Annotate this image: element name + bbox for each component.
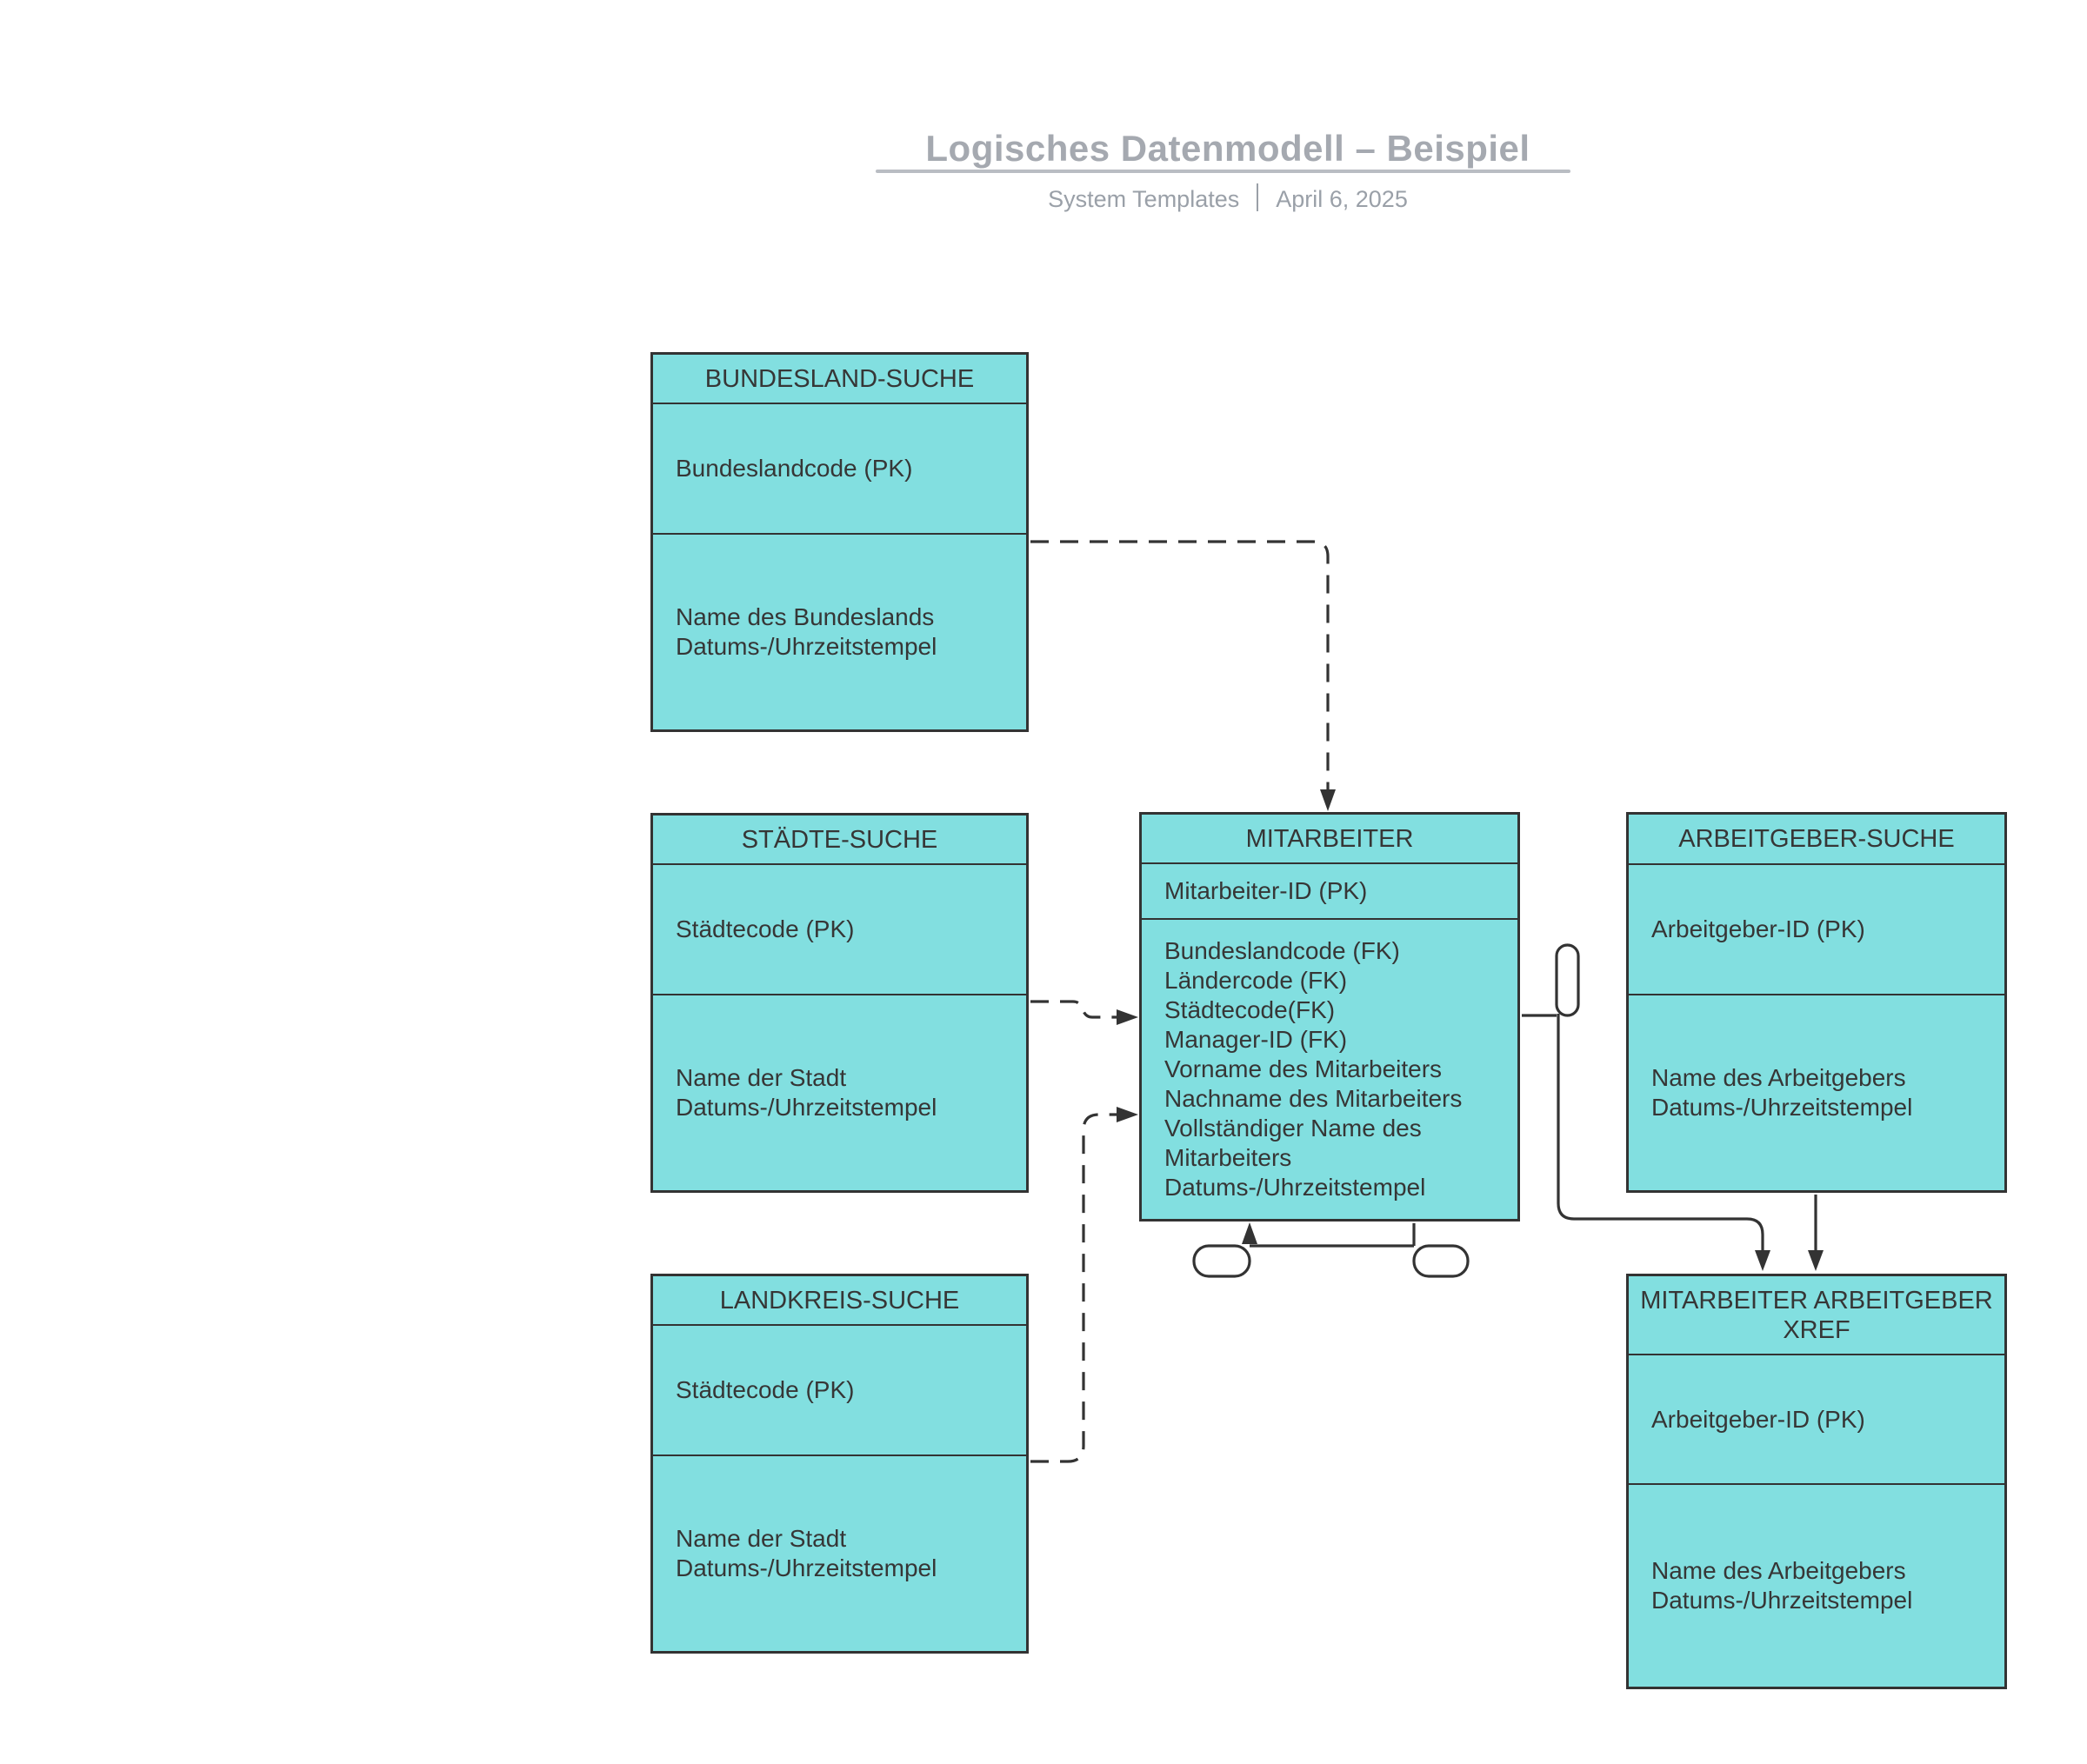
- entity-title-text: LANDKREIS-SUCHE: [719, 1286, 960, 1315]
- connector-loopback: [1555, 943, 1580, 1017]
- attribute-field: Name des Arbeitgebers: [1651, 1064, 1906, 1091]
- pk-field: Städtecode (PK): [676, 1376, 855, 1403]
- attribute-field: Datums-/Uhrzeitstempel: [1651, 1094, 1913, 1121]
- attribute-field: Name der Stadt: [676, 1064, 847, 1091]
- connector-loopback: [1192, 1244, 1251, 1278]
- connector-arbeitgeber-xref[interactable]: [1808, 1195, 1824, 1271]
- entity-title-text: BUNDESLAND-SUCHE: [704, 364, 975, 393]
- attribute-field: Datums-/Uhrzeitstempel: [676, 633, 937, 660]
- subtitle-date: April 6, 2025: [1276, 185, 1408, 212]
- attribute-field: Name der Stadt: [676, 1525, 847, 1552]
- entity-mitarbeiter-arbeitgeber-xref[interactable]: MITARBEITER ARBEITGEBER XREF Arbeitgeber…: [1626, 1274, 2007, 1689]
- entity-pk-section: Städtecode (PK): [653, 1324, 1026, 1454]
- entity-title: LANDKREIS-SUCHE: [653, 1276, 1026, 1324]
- connector-staedte-mitarbeiter[interactable]: [1030, 1000, 1138, 1025]
- entity-attributes-section: Name des Arbeitgebers Datums-/Uhrzeitste…: [1629, 1483, 2004, 1687]
- arrowhead: [1117, 1107, 1138, 1122]
- entity-title: BUNDESLAND-SUCHE: [653, 355, 1026, 403]
- pk-field: Städtecode (PK): [676, 915, 855, 942]
- entity-attributes-section: Name der Stadt Datums-/Uhrzeitstempel: [653, 1454, 1026, 1651]
- connector-landkreis-mitarbeiter[interactable]: [1030, 1107, 1138, 1463]
- entity-arbeitgeber-suche[interactable]: ARBEITGEBER-SUCHE Arbeitgeber-ID (PK) Na…: [1626, 812, 2007, 1193]
- entity-title: MITARBEITER: [1142, 815, 1517, 862]
- attribute-field: Städtecode(FK): [1164, 996, 1336, 1023]
- arrowhead: [1242, 1222, 1257, 1244]
- entity-attributes-section: Name des Bundeslands Datums-/Uhrzeitstem…: [653, 533, 1026, 729]
- attribute-field: Ländercode (FK): [1164, 967, 1348, 994]
- arrowhead: [1755, 1250, 1770, 1271]
- entity-pk-section: Mitarbeiter-ID (PK): [1142, 862, 1517, 918]
- entity-title-text: MITARBEITER: [1245, 824, 1414, 853]
- attribute-field: Datums-/Uhrzeitstempel: [1651, 1587, 1913, 1614]
- subtitle-source: System Templates: [1048, 185, 1240, 212]
- attribute-field: Datums-/Uhrzeitstempel: [676, 1094, 937, 1121]
- entity-staedte-suche[interactable]: STÄDTE-SUCHE Städtecode (PK) Name der St…: [650, 813, 1029, 1193]
- pk-field: Mitarbeiter-ID (PK): [1164, 877, 1368, 904]
- entity-pk-section: Bundeslandcode (PK): [653, 403, 1026, 533]
- entity-attributes-section: Bundeslandcode (FK) Ländercode (FK) Städ…: [1142, 918, 1517, 1219]
- pk-field: Arbeitgeber-ID (PK): [1651, 1405, 1865, 1433]
- entity-attributes-section: Name des Arbeitgebers Datums-/Uhrzeitste…: [1629, 994, 2004, 1190]
- entity-mitarbeiter[interactable]: MITARBEITER Mitarbeiter-ID (PK) Bundesla…: [1139, 812, 1520, 1221]
- document-header: Logisches Datenmodell – Beispiel: [880, 0, 1576, 169]
- connector-mitarbeiter-self[interactable]: [1192, 1222, 1470, 1278]
- attribute-field: Manager-ID (FK): [1164, 1026, 1348, 1053]
- title-underline: [876, 170, 1570, 173]
- arrowhead: [1320, 789, 1336, 811]
- entity-title-text: STÄDTE-SUCHE: [741, 825, 938, 854]
- entity-landkreis-suche[interactable]: LANDKREIS-SUCHE Städtecode (PK) Name der…: [650, 1274, 1029, 1654]
- entity-pk-section: Arbeitgeber-ID (PK): [1629, 1354, 2004, 1483]
- document-subtitle: System Templates April 6, 2025: [880, 181, 1576, 216]
- pk-field: Arbeitgeber-ID (PK): [1651, 915, 1865, 942]
- entity-title-text: ARBEITGEBER-SUCHE: [1678, 825, 1955, 853]
- entity-attributes-section: Name der Stadt Datums-/Uhrzeitstempel: [653, 994, 1026, 1190]
- connector-bundesland-mitarbeiter[interactable]: [1030, 540, 1336, 811]
- entity-title-text: MITARBEITER ARBEITGEBER XREF: [1640, 1286, 1993, 1344]
- subtitle-separator: [1257, 183, 1259, 211]
- attribute-field: Name des Bundeslands: [676, 603, 935, 630]
- entity-title: STÄDTE-SUCHE: [653, 815, 1026, 863]
- pk-field: Bundeslandcode (PK): [676, 455, 913, 482]
- attribute-field: Nachname des Mitarbeiters: [1164, 1085, 1463, 1112]
- entity-bundesland-suche[interactable]: BUNDESLAND-SUCHE Bundeslandcode (PK) Nam…: [650, 352, 1029, 732]
- arrowhead: [1808, 1250, 1824, 1271]
- connector-loopback: [1412, 1244, 1470, 1278]
- attribute-field: Datums-/Uhrzeitstempel: [1164, 1174, 1426, 1201]
- attribute-field: Name des Arbeitgebers: [1651, 1557, 1906, 1584]
- entity-pk-section: Städtecode (PK): [653, 863, 1026, 994]
- entity-title: MITARBEITER ARBEITGEBER XREF: [1629, 1276, 2004, 1354]
- attribute-field: Vorname des Mitarbeiters: [1164, 1055, 1443, 1082]
- entity-title: ARBEITGEBER-SUCHE: [1629, 815, 2004, 863]
- attribute-field: Vollständiger Name des Mitarbeiters: [1164, 1115, 1422, 1171]
- page-title: Logisches Datenmodell – Beispiel: [925, 128, 1530, 169]
- arrowhead: [1117, 1009, 1138, 1025]
- entity-pk-section: Arbeitgeber-ID (PK): [1629, 863, 2004, 994]
- attribute-field: Bundeslandcode (FK): [1164, 937, 1400, 964]
- attribute-field: Datums-/Uhrzeitstempel: [676, 1554, 937, 1581]
